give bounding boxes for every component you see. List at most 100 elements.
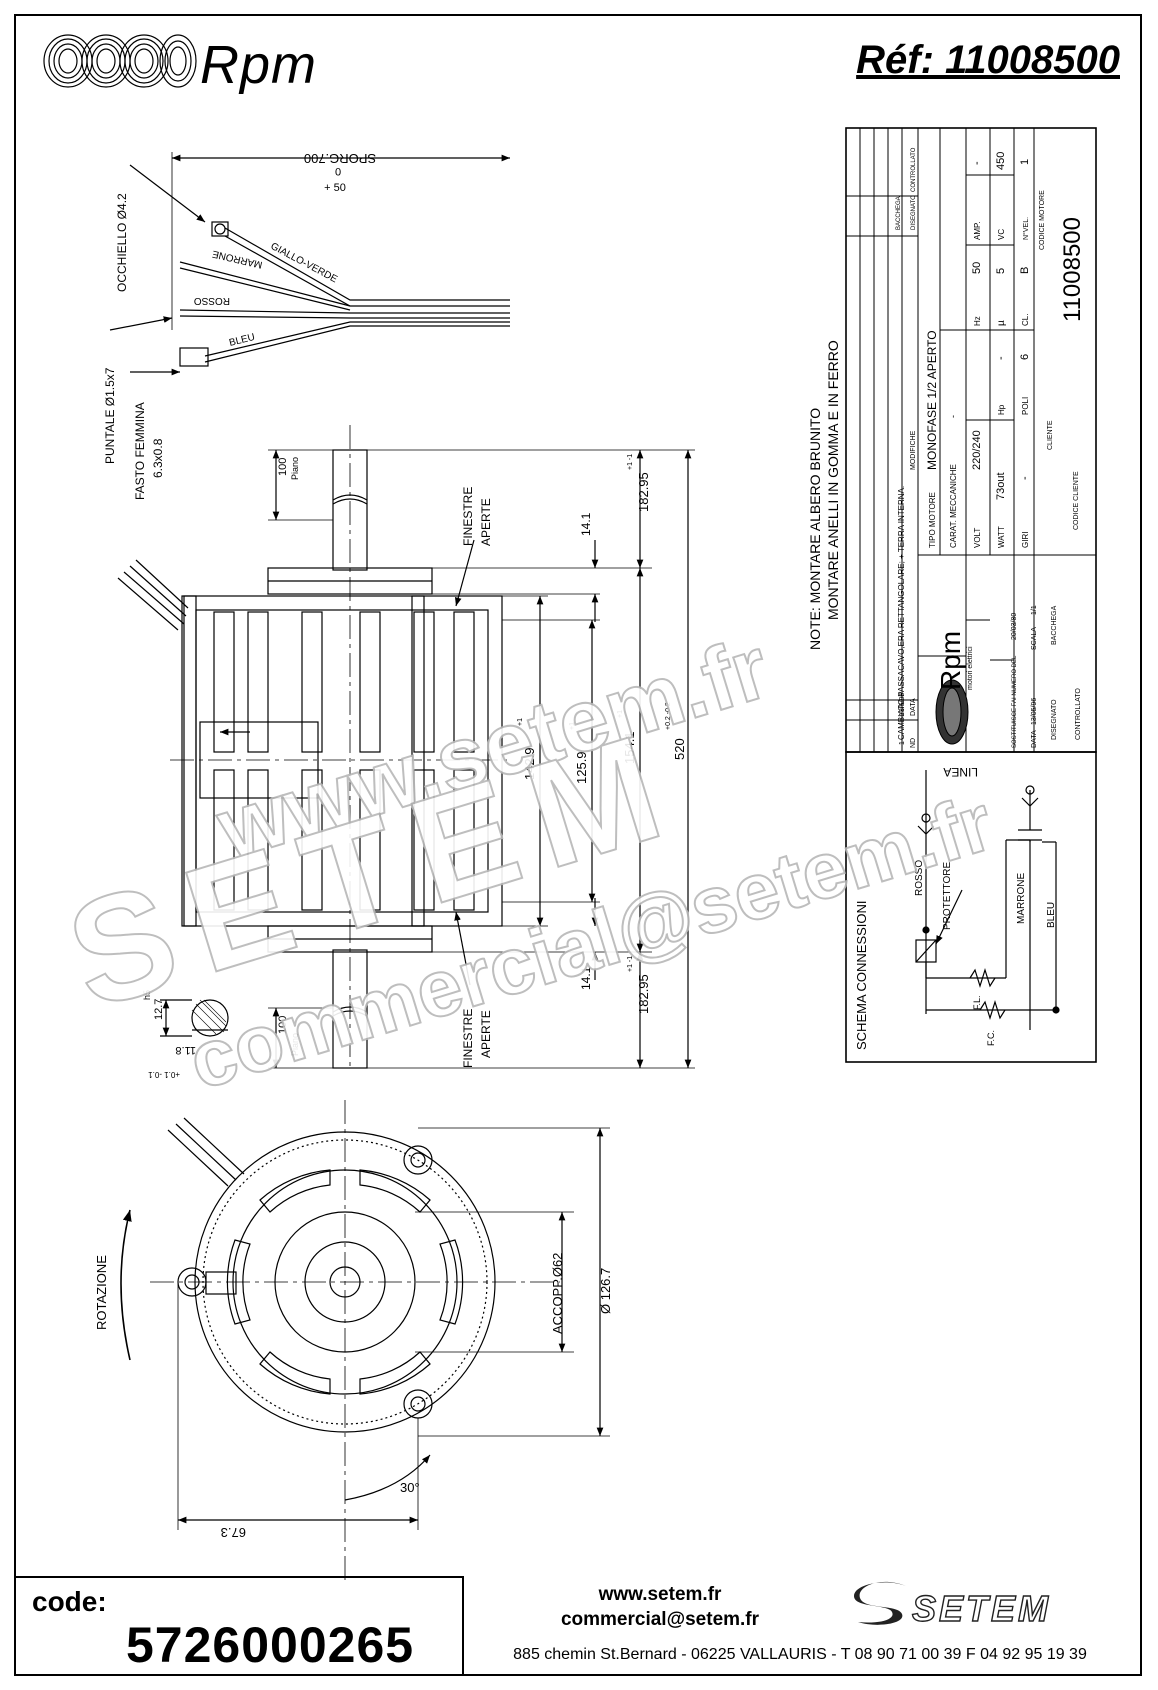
tb-disegnato-val: BACCHEGA <box>1051 605 1058 645</box>
dim-shaft-bottom-tol: +1 -1 <box>627 956 634 972</box>
tb-watt: 73out <box>995 472 1007 500</box>
tb-vc: 450 <box>995 152 1007 170</box>
tb-col-modifiche: MODIFICHE <box>910 430 917 470</box>
tb-company-logo <box>935 679 969 745</box>
tb-cliente-label: CLIENTE <box>1047 420 1054 450</box>
tb-col-data: DATA <box>910 698 917 716</box>
tb-data-label: DATA <box>1031 730 1038 748</box>
schema-protettore: PROTETTORE <box>942 862 953 930</box>
tb-hz-label: Hz <box>973 316 982 326</box>
tb-giri: - <box>1019 476 1031 480</box>
code-value: 5726000265 <box>126 1617 415 1673</box>
tb-poli-label: POLI <box>1021 397 1030 415</box>
windows-label-bottom-2: APERTE <box>479 1010 493 1058</box>
setem-logo-text: SETEM <box>911 1587 1052 1629</box>
cable-length-label: SPORG.700 <box>304 151 376 166</box>
rotation-label: ROTAZIONE <box>94 1255 109 1330</box>
shaft-section-fit: h5 <box>142 990 152 1000</box>
drawing-sheet-border <box>14 14 1142 1676</box>
tb-hp: - <box>995 356 1007 360</box>
connector-label-puntale: PUNTALE Ø1.5x7 <box>103 367 117 464</box>
angle-label: 30° <box>400 1480 420 1495</box>
tb-cl: B <box>1019 267 1031 274</box>
shaft-flat-bottom-note: Piano <box>290 1033 300 1056</box>
dim-step-bottom: 14.1 <box>579 966 593 990</box>
tb-amp: - <box>971 161 983 165</box>
cable-detail <box>109 152 510 376</box>
schema-bleu: BLEU <box>1046 902 1057 928</box>
tb-poli: 6 <box>1019 354 1031 360</box>
code-box <box>14 1576 464 1676</box>
tb-vc-label: VC <box>997 229 1006 240</box>
tb-codice-motore: 11008500 <box>1059 217 1086 322</box>
tb-codice-cliente-label: CODICE CLIENTE <box>1073 471 1080 530</box>
dim-total: 520 <box>672 738 687 760</box>
cable-tolerance-top: 0 <box>335 165 341 177</box>
code-label: code: <box>32 1586 107 1617</box>
tb-mu: 5 <box>995 268 1007 274</box>
tb-giri-label: GIRI <box>1021 532 1030 548</box>
title-block <box>845 127 1097 753</box>
dim-body-2-tol: +1 <box>569 722 576 730</box>
schema-fl: F.L. <box>972 995 982 1010</box>
motor-front-view <box>120 1100 610 1580</box>
tb-mu-label: µ <box>996 320 1007 326</box>
tb-rev-no: 1 <box>899 741 906 745</box>
tb-tipo-motore-label: TIPO MOTORE <box>928 492 937 548</box>
tb-controllato-label: CONTROLLATO <box>1075 688 1082 740</box>
website-link[interactable]: www.setem.fr <box>598 1584 722 1605</box>
shaft-flat-bottom-dim: 100 <box>277 1016 289 1034</box>
tb-scala-label: SCALA <box>1031 627 1038 650</box>
coupling-label: ACCOPP.Ø62 <box>550 1253 565 1334</box>
tb-sostituisce-val: 20/03/80 <box>1011 613 1018 640</box>
tb-amp-label: AMP. <box>973 221 982 240</box>
tb-sostituisce: SOSTITUISCE FAI NUMERO DEL <box>1012 655 1018 748</box>
tb-cl-label: CL. <box>1021 314 1030 326</box>
dim-body-3-tol: +1 <box>617 710 624 718</box>
tb-watt-label: WATT <box>997 526 1006 548</box>
schema-rosso: ROSSO <box>914 860 925 896</box>
diameter-label: Ø 126.7 <box>598 1268 613 1314</box>
dim-step-top: 14.1 <box>579 512 593 536</box>
tb-tipo-motore: MONOFASE 1/2 APERTO <box>925 330 939 470</box>
connector-label-size: 6.3x0.8 <box>151 438 165 478</box>
wire-label-marrone: MARRONE <box>211 248 264 270</box>
note-line-2: MONTARE ANELLI IN GOMMA E IN FERRO <box>825 340 841 620</box>
tb-company-sub: motori elettrici <box>967 646 974 690</box>
dim-shaft-top-tol: +1 -1 <box>627 454 634 470</box>
contact-block: www.setem.fr commercial@setem.fr <box>470 1582 850 1632</box>
email-link[interactable]: commercial@setem.fr <box>560 1609 760 1630</box>
wire-label-bleu: BLEU <box>228 332 256 349</box>
schema-title: SCHEMA CONNESSIONI <box>854 900 869 1050</box>
dim-total-tol: +0.2 -0.2 <box>665 702 672 730</box>
tb-hp-label: Hp <box>997 404 1006 415</box>
tb-data-val: 13/05/96 <box>1031 698 1038 725</box>
motor-side-view <box>117 425 695 1070</box>
shaft-section-flat: 11.8 <box>175 1044 196 1056</box>
windows-label-top: FINESTRE <box>461 487 475 546</box>
dim-body-1: 142.9 <box>522 747 537 780</box>
reference-number: Réf: 11008500 <box>856 38 1120 82</box>
rpm-coil-logo <box>43 34 197 88</box>
schema-marrone: MARRONE <box>1016 873 1027 924</box>
connection-schema <box>845 751 1097 1063</box>
dim-body-2: 125.9 <box>574 751 589 784</box>
tb-col-nd: ND <box>910 738 917 748</box>
tb-disegnato-label: DISEGNATO <box>1051 699 1058 740</box>
dim-body-3: 154.1 <box>622 731 637 764</box>
eyelet-label: OCCHIELLO Ø4.2 <box>115 193 129 292</box>
tb-nvel: 1 <box>1019 159 1031 165</box>
setem-swoosh-icon <box>854 1581 906 1625</box>
wire-label-giallo-verde: GIALLO-VERDE <box>269 241 340 286</box>
shaft-section-dia: 12.7 <box>153 999 165 1020</box>
offset-label: 67.3 <box>221 1525 246 1540</box>
connector-label-fasto: FASTO FEMMINA <box>133 402 147 500</box>
tb-volt: 220/240 <box>971 430 983 470</box>
tb-col-controllato: CONTROLLATO <box>911 147 917 192</box>
note-line-1: NOTE: MONTARE ALBERO BRUNITO <box>807 408 823 650</box>
tb-hz: 50 <box>971 262 983 274</box>
cable-tolerance-bottom: + 50 <box>324 182 346 194</box>
shaft-flat-top-note: Piano <box>290 457 300 480</box>
schema-fc: F.C. <box>986 1030 996 1046</box>
